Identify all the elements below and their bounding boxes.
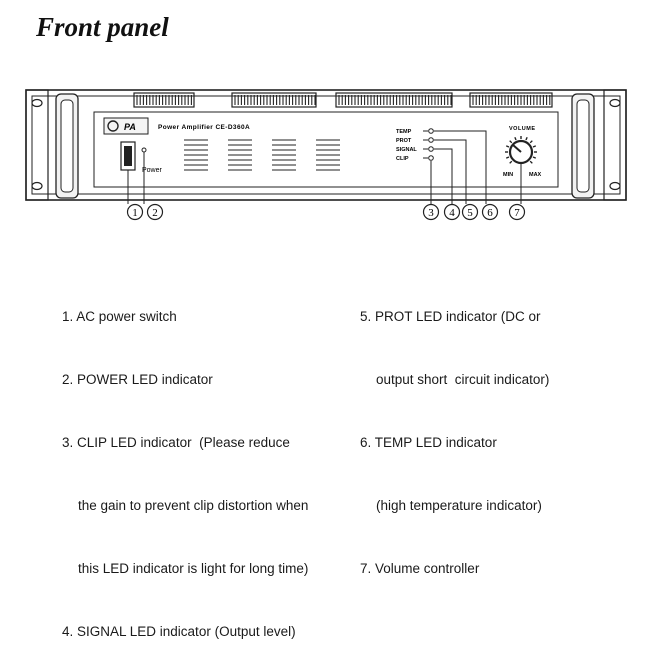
led-prot: [428, 137, 434, 143]
power-label: Power: [142, 167, 163, 174]
model-label: Power Amplifier CE-D360A: [158, 124, 250, 131]
description-item-2: 2. POWER LED indicator: [62, 372, 213, 387]
leader-4: [434, 148, 453, 204]
description-item-6: 6. TEMP LED indicator: [360, 435, 497, 450]
chassis-inner: [31, 95, 621, 195]
volume-min-label: MIN: [503, 172, 513, 178]
callout-4: 4: [449, 207, 455, 219]
right-rack-ear: [571, 89, 627, 201]
callout-5: 5: [467, 207, 473, 219]
knob-tick: [525, 136, 528, 141]
right-mount-hole-top: [609, 98, 621, 108]
knob-tick: [505, 156, 510, 159]
description-item-3-cont-2: this LED indicator is light for long tim…: [78, 561, 309, 576]
callout-7-circle: [508, 203, 526, 221]
front-panel-diagram: PA Power Amplifier CE-D360A Power TEMP PR…: [25, 89, 627, 221]
knob-tick: [509, 160, 513, 164]
top-vent-group: [133, 92, 195, 108]
led-signal: [428, 146, 434, 152]
front-vents: [184, 139, 340, 171]
knob-tick: [509, 140, 513, 144]
callout-6: 6: [487, 207, 493, 219]
description-item-5-cont: output short circuit indicator): [376, 372, 550, 387]
svg-text:PA: PA: [124, 122, 136, 132]
callout-leaders: [127, 130, 522, 204]
led-label-clip: CLIP: [396, 156, 409, 162]
callout-1-circle: [126, 203, 144, 221]
left-mount-hole-bottom: [31, 181, 43, 191]
top-vent-group: [231, 92, 317, 108]
led-label-temp: TEMP: [396, 129, 412, 135]
callout-6-circle: [481, 203, 499, 221]
knob-tick: [532, 156, 537, 159]
description-item-4: 4. SIGNAL LED indicator (Output level): [62, 624, 296, 639]
description-item-1: 1. AC power switch: [62, 309, 177, 324]
top-vents: [133, 92, 553, 108]
description-item-5: 5. PROT LED indicator (DC or: [360, 309, 541, 324]
knob-tick: [529, 140, 533, 144]
right-mount-hole-bottom: [609, 181, 621, 191]
left-mount-hole-top: [31, 98, 43, 108]
leader-5: [434, 139, 467, 204]
ac-power-switch[interactable]: [120, 141, 136, 171]
page-title: Front panel: [36, 12, 169, 42]
description-item-6-cont: (high temperature indicator): [376, 498, 542, 513]
brand-logo: PA: [103, 117, 149, 135]
description-list-left: 1. AC power switch 2. POWER LED indicato…: [62, 264, 308, 663]
led-label-prot: PROT: [396, 138, 412, 144]
callout-4-circle: [443, 203, 461, 221]
power-led: [141, 147, 147, 153]
callout-2-circle: [146, 203, 164, 221]
knob-tick: [529, 160, 533, 164]
description-item-7: 7. Volume controller: [360, 561, 480, 576]
callout-3-circle: [422, 203, 440, 221]
callout-5-circle: [461, 203, 479, 221]
led-label-signal: SIGNAL: [396, 147, 417, 153]
top-vent-group: [469, 92, 553, 108]
left-rack-ear: [25, 89, 79, 201]
knob-tick: [532, 145, 537, 148]
volume-knob[interactable]: [505, 136, 537, 165]
leader-6: [434, 130, 487, 204]
top-vent-group: [335, 92, 453, 108]
callout-3: 3: [428, 207, 434, 219]
knob-tick: [514, 136, 517, 141]
led-indicators: TEMP PROT SIGNAL CLIP: [396, 128, 434, 162]
callout-2: 2: [152, 207, 158, 219]
led-clip: [428, 155, 434, 161]
volume-max-label: MAX: [529, 172, 542, 178]
callout-7: 7: [514, 207, 520, 219]
callout-1: 1: [132, 207, 138, 219]
face-plate: [93, 111, 559, 188]
knob-tick: [505, 145, 510, 148]
description-item-3: 3. CLIP LED indicator (Please reduce: [62, 435, 290, 450]
volume-label: VOLUME: [509, 126, 536, 132]
led-temp: [428, 128, 434, 134]
description-item-3-cont-1: the gain to prevent clip distortion when: [78, 498, 309, 513]
description-list-right: 5. PROT LED indicator (DC or output shor…: [360, 264, 549, 600]
